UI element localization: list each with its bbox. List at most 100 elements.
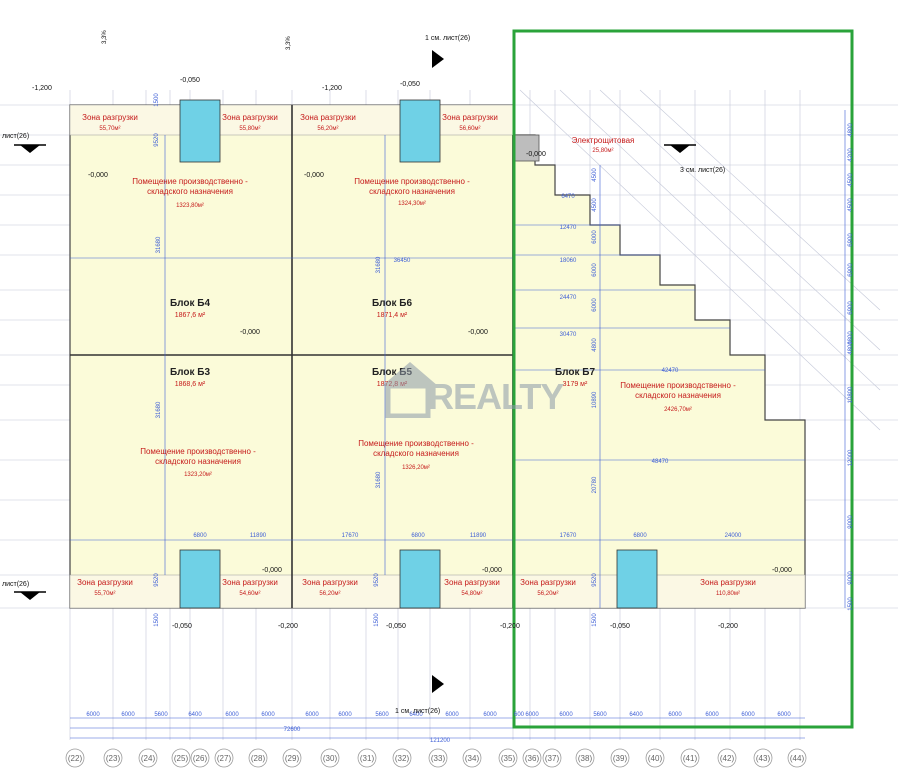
axis-label: (31) — [360, 754, 375, 763]
axis-bubble — [392, 748, 412, 768]
room-b5-line1: Помещение производственно - — [358, 439, 474, 448]
axis-bubble — [171, 748, 191, 768]
block-b6-name: Блок Б6 — [372, 298, 412, 309]
dim-label: 30470 — [560, 332, 577, 338]
axis-bubble — [645, 748, 665, 768]
block-b5-area: 1872,8 м² — [377, 381, 408, 388]
axis-bubble — [428, 748, 448, 768]
dim-label: 5600 — [154, 712, 168, 718]
axis-bubble — [610, 748, 630, 768]
level-mark: -0,200 — [718, 623, 738, 630]
dim-label: 6000 — [305, 712, 319, 718]
dim-label: 6000 — [668, 712, 682, 718]
room-b3-line2: складского назначения — [155, 457, 241, 466]
dim-label: 6000 — [338, 712, 352, 718]
dim-label: 6000 — [777, 712, 791, 718]
dim-label: 6400 — [629, 712, 643, 718]
dim-label: 4500 — [848, 198, 854, 212]
dim-label: 20780 — [592, 476, 598, 493]
axis-bubble — [680, 748, 700, 768]
level-mark: -0,000 — [262, 567, 282, 574]
loading-zone-area: 56,20м² — [537, 591, 558, 597]
axis-bubble — [787, 748, 807, 768]
loading-zone-label: Зона разгрузки — [300, 113, 356, 122]
section-ref-top: 1 см. лист(26) — [425, 35, 470, 42]
dim-label: 6000 — [592, 298, 598, 312]
dim-label: 48470 — [652, 459, 669, 465]
dim-label: 6000 — [261, 712, 275, 718]
road-line — [519, 89, 881, 431]
block-b3-name: Блок Б3 — [170, 367, 210, 378]
dim-label: 31680 — [156, 236, 162, 253]
loading-zone-label: Зона разгрузки — [222, 113, 278, 122]
room-b6-area: 1324,30м² — [398, 201, 426, 207]
dim-label: 4800 — [848, 341, 854, 355]
axis-label: (41) — [683, 754, 698, 763]
axis-bubble — [522, 748, 542, 768]
slope-left: 3,3% — [102, 30, 108, 44]
level-mark: -0,000 — [468, 329, 488, 336]
dim-label: 12000 — [848, 449, 854, 466]
dim-label: 6000 — [86, 712, 100, 718]
level-mark: -1,200 — [322, 85, 342, 92]
loading-zone-area: 55,70м² — [94, 591, 115, 597]
section-ref-bottom: 1 см. лист(26) — [395, 708, 440, 715]
room-b7-area: 2426,70м² — [664, 407, 692, 413]
dim-label: 6000 — [741, 712, 755, 718]
dim-label: 6000 — [705, 712, 719, 718]
dim-label: 4500 — [848, 173, 854, 187]
axis-bubble — [542, 748, 562, 768]
road-line — [639, 89, 881, 311]
level-mark: -0,000 — [304, 172, 324, 179]
room-b6-line2: складского назначения — [369, 187, 455, 196]
axis-bubble — [498, 748, 518, 768]
loading-zone-area: 54,60м² — [239, 591, 260, 597]
dim-label: 11890 — [470, 533, 487, 539]
loading-zone-label: Зона разгрузки — [82, 113, 138, 122]
dim-label: 9520 — [592, 573, 598, 587]
dim-label: 6000 — [525, 712, 539, 718]
axis-label: (30) — [323, 754, 338, 763]
room-b7-line1: Помещение производственно - — [620, 381, 736, 390]
electrical-area: 25,80м² — [592, 148, 613, 154]
loading-zone-label: Зона разгрузки — [444, 578, 500, 587]
axis-bubble — [357, 748, 377, 768]
axis-bubble — [282, 748, 302, 768]
room-b4-line1: Помещение производственно - — [132, 177, 248, 186]
dimension-lines — [70, 110, 846, 739]
axis-label: (37) — [545, 754, 560, 763]
axis-label: (38) — [578, 754, 593, 763]
dim-label: 4500 — [592, 168, 598, 182]
loading-zone-area: 55,70м² — [99, 126, 120, 132]
dim-label: 1500 — [154, 613, 160, 627]
dim-label: 6800 — [411, 533, 425, 539]
room-b4-area: 1323,80м² — [176, 203, 204, 209]
axis-label: (36) — [525, 754, 540, 763]
dim-label: 9000 — [848, 515, 854, 529]
axis-label: (22) — [68, 754, 83, 763]
axis-label: (43) — [756, 754, 771, 763]
loading-zone-area: 55,80м² — [239, 126, 260, 132]
axis-bubble — [753, 748, 773, 768]
slope-right: 3,3% — [286, 36, 292, 50]
level-mark: -0,200 — [500, 623, 520, 630]
road-line — [599, 89, 881, 351]
loading-zone-area: 56,20м² — [319, 591, 340, 597]
loading-zone-label: Зона разгрузки — [302, 578, 358, 587]
axis-bubble — [138, 748, 158, 768]
axis-bubble — [320, 748, 340, 768]
block-b7-name: Блок Б7 — [555, 367, 595, 378]
dim-label: 6900 — [848, 263, 854, 277]
dim-label: 10800 — [848, 386, 854, 403]
room-b5-line2: складского назначения — [373, 449, 459, 458]
loading-zone-area: 110,80м² — [716, 591, 740, 597]
section-markers — [14, 50, 696, 693]
block-b7-area: 3179 м² — [563, 381, 588, 388]
section-ref-left-bottom: лист(26) — [2, 581, 29, 588]
dim-label: 1500 — [848, 597, 854, 611]
dim-label: 17670 — [342, 533, 359, 539]
dim-label: 24470 — [560, 295, 577, 301]
level-mark: -0,050 — [172, 623, 192, 630]
dim-label: 6000 — [592, 230, 598, 244]
